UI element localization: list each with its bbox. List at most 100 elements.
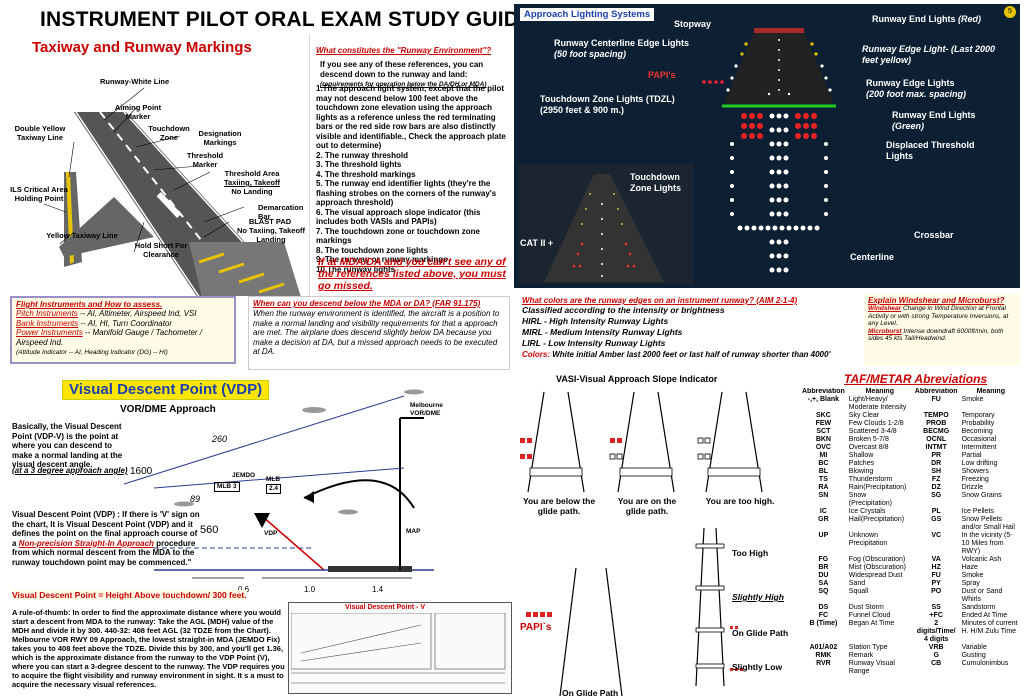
colors-value: White initial Amber last 2000 feet or la…: [550, 350, 831, 359]
taf-meaning: Temporary: [961, 412, 995, 419]
papi-slightly-low: Slightly Low: [732, 662, 783, 672]
taf-abbr: DS: [818, 604, 829, 611]
label-threshold-area: Threshold Area: [224, 169, 280, 178]
runway-env-item: 7. The touchdown zone or touchdown zone …: [316, 226, 480, 246]
taf-abbr: SG: [931, 492, 942, 499]
taf-meaning: Smoke: [961, 396, 984, 403]
label-hold-short: Hold Short For Clearance: [134, 241, 188, 259]
taf-abbr: FC: [818, 612, 829, 619]
taf-abbr: INTMT: [925, 444, 947, 451]
runway-env-item: 6. The visual approach slope indicator (…: [316, 207, 481, 227]
taf-meaning: Partial: [961, 452, 982, 459]
power-value: -- Manifold Gauge / Tachometer / Airspee…: [16, 328, 203, 347]
vdp-mini-graphic: [291, 613, 506, 684]
vdp-title: Visual Descent Point (VDP): [62, 380, 270, 400]
label-no-taxiing: No Taxiing, Takeoff Landing: [236, 226, 306, 244]
taf-meaning: Squall: [848, 588, 869, 595]
page-number: 5: [1004, 6, 1016, 18]
taf-table: Abbreviation Meaning Abbreviation Meanin…: [800, 388, 1022, 676]
vdp-d14: 1.4: [372, 585, 384, 594]
papi-slightly-high: Slightly High: [732, 592, 784, 602]
taxiway-section: Taxiway and Runway Markings 10 Runway-Wh…: [4, 34, 310, 296]
vasi-below: You are below the glide path.: [522, 496, 596, 516]
taf-abbr: DZ: [931, 484, 941, 491]
taf-meaning: Minutes of current H. H/M Zulu Time: [961, 620, 1018, 635]
taf-abbr: FZ: [931, 476, 941, 483]
ws-value: Change in Wind Direction at Frontal Acti…: [868, 305, 1009, 327]
taf-abbr: SA: [818, 580, 829, 587]
runway-env-title: What constitutes the "Runway Environment…: [316, 46, 492, 55]
taf-abbr: A01/A02: [809, 644, 838, 651]
colors-label: Colors:: [522, 350, 550, 359]
taf-meaning: Patches: [848, 460, 875, 467]
label-edge-spacing: (200 foot max. spacing): [866, 89, 967, 99]
taf-abbr: PL: [931, 508, 941, 515]
runway-env-item: 3. The threshold lights: [316, 160, 402, 169]
taf-abbr: CB: [931, 660, 942, 667]
flight-inst-line: Pitch Instruments -- AI, Altimeter, Airs…: [16, 309, 230, 319]
bank-label: Bank Instruments: [16, 318, 79, 328]
label-ils-critical: ILS Critical Area Holding Point: [10, 185, 68, 203]
taf-header-abbr-2: Abbreviation: [914, 388, 958, 395]
runway-env-item: 8. The touchdown zone lights: [316, 245, 428, 255]
label-centerline: Centerline: [850, 252, 895, 262]
vdp-hdg-260: 260: [212, 434, 228, 444]
label-tdzl-dist: (2950 feet & 900 m.): [540, 105, 625, 115]
flight-inst-title: Flight Instruments and How to assess.: [16, 300, 163, 309]
taf-abbr: SH: [931, 468, 942, 475]
vdp-vor: Melbourne VOR/DME: [410, 402, 443, 417]
runway-env-list: 1.The approach light system, except that…: [316, 84, 512, 274]
label-double-yellow: Double Yellow Taxiway Line: [14, 124, 66, 142]
taf-abbr: GR: [818, 516, 829, 523]
taf-meaning: Occasional: [961, 436, 997, 443]
taf-meaning: Began At Time: [848, 620, 895, 627]
taf-meaning: Variable: [961, 644, 987, 651]
edges-sub: Classified according to the intensity or…: [522, 305, 725, 315]
taf-header-meaning: Meaning: [865, 388, 894, 395]
taf-abbr: SS: [931, 604, 941, 611]
vdp-angle: (at a 3 degree approach angle): [12, 466, 128, 475]
taf-abbr: -,+, Blank: [807, 396, 840, 403]
vasi-high: You are too high.: [705, 496, 775, 506]
vdp-d24: 2.4: [266, 484, 282, 494]
vdp-subtitle: VOR/DME Approach: [120, 404, 216, 415]
label-edge-last: Runway Edge Light- (Last 2000 feet yello…: [862, 44, 996, 65]
taf-abbr: PY: [931, 580, 941, 587]
taf-abbr: BL: [818, 468, 829, 475]
vdp-alt-560: 560: [200, 524, 219, 536]
edges-title: What colors are the runway edges on an i…: [522, 296, 798, 305]
taf-abbr: RVR: [816, 660, 831, 667]
taf-meaning: Widespread Dust: [848, 572, 903, 579]
taf-meaning: Haze: [961, 564, 978, 571]
edges-box: What colors are the runway edges on an i…: [518, 294, 858, 368]
vdp-para: Visual Descent Point (VDP) : If there is…: [12, 510, 200, 567]
windshear-text: Windshear Change in Wind Direction at Fr…: [868, 305, 1016, 328]
papi-on-glide-2: On Glide Path: [562, 688, 619, 698]
approach-lights-title: Approach Lighting Systems: [520, 8, 655, 21]
runway-env-item: 4. The threshold markings: [316, 169, 416, 179]
taf-abbr: VC: [931, 532, 942, 539]
taf-abbr: 2 digits/Time/ 4 digits: [916, 620, 956, 643]
taf-abbr: SQ: [818, 588, 829, 595]
taf-abbr: BC: [818, 460, 829, 467]
vdp-title-text: Visual Descent Point (VDP): [69, 381, 263, 398]
taf-meaning: Ice Crystals: [848, 508, 886, 515]
taf-abbr: SCT: [816, 428, 831, 435]
label-tdzl: Touchdown Zone Lights (TDZL): [540, 94, 675, 104]
label-centerline-edge: Runway Centerline Edge Lights: [554, 38, 690, 48]
taf-abbr: IC: [819, 508, 827, 515]
taf-meaning: Unknown Precipitation: [848, 532, 888, 547]
flight-inst-line: Bank Instruments -- AI, HI, Turn Coordin…: [16, 319, 230, 329]
runway-env-intro-note: (requirements for operation below the DA…: [320, 81, 487, 88]
